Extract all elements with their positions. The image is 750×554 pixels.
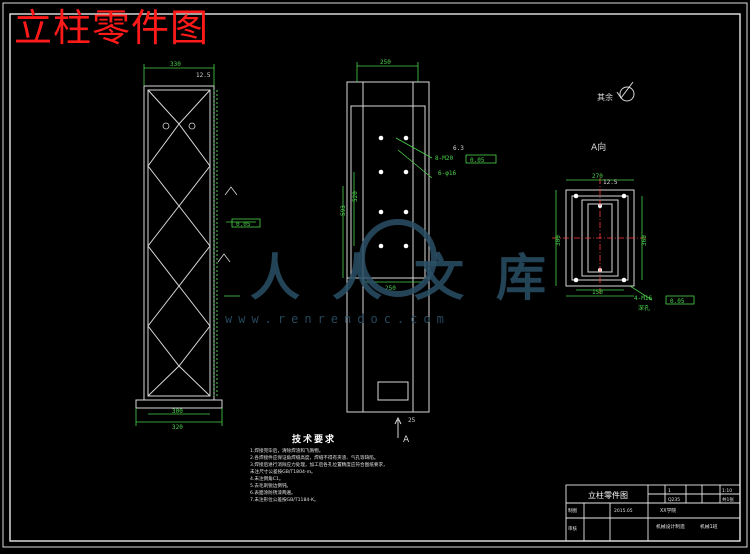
title-block-material: Q235 — [668, 497, 680, 503]
dim-base-inner: 300 — [172, 408, 183, 415]
side-view-dims — [342, 62, 433, 283]
front-view-dims — [135, 64, 256, 426]
title-block-scale: 1:10 — [722, 488, 732, 494]
dim-right-top: 250 — [380, 59, 391, 66]
arrow-a-label: A — [403, 435, 410, 445]
side-outline — [346, 81, 430, 413]
tech-req-heading: 技术要求 — [292, 433, 336, 445]
dim-top-width: 330 — [170, 61, 181, 68]
roughness-tag-1: 12.5 — [196, 72, 211, 79]
front-tolerance-box: 0.05 — [231, 218, 261, 228]
title-block-date: 2015.05 — [614, 508, 633, 514]
tech-req-list: 1.焊接完毕后，清除焊渣和飞溅物。 2.各焊接件应保证角焊缝高度，焊缝不得有夹渣… — [250, 447, 388, 503]
diamond-1 — [147, 123, 211, 207]
title-block-school: XX学院 — [660, 507, 676, 514]
svg-text:4.未注倒角C1。: 4.未注倒角C1。 — [250, 475, 283, 482]
watermark-text: 人人文库 — [250, 248, 578, 307]
roughness-tag-3: 25 — [408, 417, 416, 424]
svg-text:0.05: 0.05 — [670, 298, 685, 305]
watermark-emblem — [359, 219, 437, 297]
diamond-2 — [147, 205, 211, 287]
title-block — [565, 484, 741, 542]
title-block-dept: 机械设计制造 — [656, 523, 685, 530]
dim-view-w1: 270 — [592, 173, 603, 180]
note-hole-1: 8-M20 — [435, 155, 453, 162]
svg-text:5.去毛刺锐边倒钝。: 5.去毛刺锐边倒钝。 — [250, 482, 291, 489]
drawing-title: 立柱零件图 — [14, 6, 210, 50]
sheet-inner-border — [9, 13, 741, 542]
a-view-dims — [555, 179, 653, 301]
note-hole-2: 6-φ16 — [438, 170, 456, 177]
side-tolerance-box: 0.05 — [465, 154, 497, 164]
dim-hole-pitch: 250 — [385, 285, 396, 292]
bottom-brace — [147, 365, 211, 397]
other-roughness-label: 其余 — [597, 92, 613, 102]
svg-text:未注尺寸公差按GB/T1804-m。: 未注尺寸公差按GB/T1804-m。 — [250, 468, 316, 475]
note-hole-4: 深孔 — [638, 304, 650, 312]
dim-base-outer: 320 — [172, 424, 183, 431]
svg-text:7.未注形位公差按GB/T1184-K。: 7.未注形位公差按GB/T1184-K。 — [250, 496, 319, 503]
roughness-tag-4: 12.5 — [603, 179, 618, 186]
dim-view-h: 300 — [555, 235, 562, 246]
roughness-tag-2: 6.3 — [453, 145, 464, 152]
watermark-url: www.renrendoc.com — [225, 312, 450, 326]
front-view — [135, 85, 223, 409]
top-brace — [147, 89, 211, 125]
note-hole-3: 4-M16 — [634, 295, 652, 302]
base-plate — [135, 399, 223, 409]
view-a-label: A向 — [591, 141, 606, 153]
front-view-weld-side — [213, 90, 218, 398]
svg-text:0.05: 0.05 — [236, 221, 251, 228]
side-view-holes — [378, 135, 409, 249]
svg-text:2.各焊接件应保证角焊缝高度，焊缝不得有夹渣、气孔等缺陷。: 2.各焊接件应保证角焊缝高度，焊缝不得有夹渣、气孔等缺陷。 — [250, 454, 378, 461]
title-block-checked: 审核 — [568, 525, 577, 532]
column-inner — [147, 89, 211, 397]
side-view — [346, 81, 430, 413]
dim-height-a: 593 — [340, 205, 347, 216]
dim-view-w2: 150 — [592, 289, 603, 296]
title-block-drawn: 制图 — [568, 507, 577, 514]
side-base — [377, 381, 409, 401]
a-view-tolerance-box: 0.05 — [665, 295, 695, 305]
svg-text:0.05: 0.05 — [470, 157, 485, 164]
diamond-3 — [147, 285, 211, 367]
svg-text:6.表面涂防锈漆两遍。: 6.表面涂防锈漆两遍。 — [250, 489, 296, 496]
front-view-marks — [162, 122, 238, 263]
column-outline — [143, 85, 215, 401]
dim-height-b: 520 — [352, 191, 359, 202]
other-roughness-symbol — [616, 81, 635, 102]
title-block-class: 机械1班 — [700, 523, 718, 530]
section-arrow-a — [394, 416, 402, 438]
title-block-name: 立柱零件图 — [588, 490, 628, 500]
title-block-qty: 1 — [668, 488, 671, 494]
title-block-sheet: 共1张 — [722, 496, 734, 503]
a-view-centerlines — [552, 178, 646, 296]
dim-view-h2: 360 — [641, 235, 648, 246]
svg-text:3.焊接后进行消除应力处理，加工后各孔位置精度应符合图纸要求: 3.焊接后进行消除应力处理，加工后各孔位置精度应符合图纸要求， — [250, 461, 388, 468]
svg-text:1.焊接完毕后，清除焊渣和飞溅物。: 1.焊接完毕后，清除焊渣和飞溅物。 — [250, 447, 323, 454]
